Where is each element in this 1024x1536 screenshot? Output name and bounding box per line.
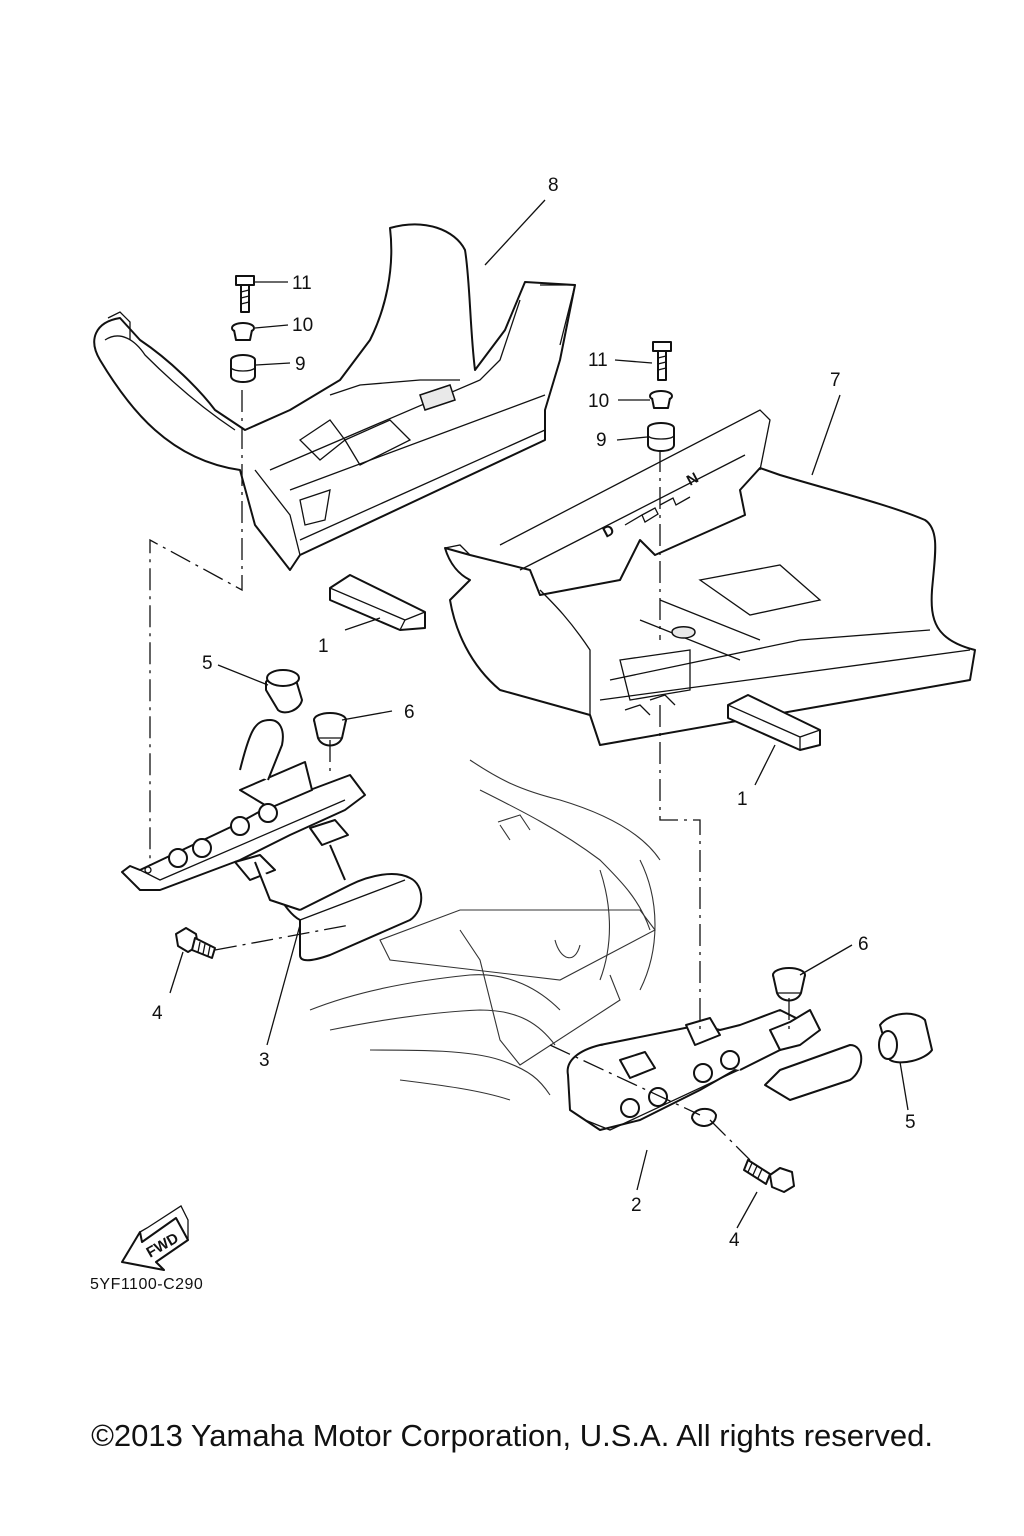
assembly-lines: [149, 390, 790, 1161]
washer-10-left: [231, 322, 255, 341]
callout-3: 3: [259, 1050, 270, 1071]
bolt-11-left: [235, 275, 255, 313]
grommet-6-left: [313, 712, 347, 747]
callout-4-left: 4: [152, 1003, 163, 1024]
copyright-notice: ©2013 Yamaha Motor Corporation, U.S.A. A…: [91, 1418, 933, 1453]
callout-10-right: 10: [588, 391, 609, 412]
callout-11-left: 11: [292, 273, 312, 294]
callout-7: 7: [830, 370, 841, 391]
callout-10-left: 10: [292, 315, 313, 336]
callout-labels: 8 11 10 9 11 10 9 7 1 1 5 6 4 3 6 5 2 4: [152, 175, 916, 1251]
grommet-9-left: [230, 354, 256, 383]
bracket-3-left: [121, 719, 423, 962]
rubber-pad-left: [329, 574, 426, 631]
callout-2: 2: [631, 1195, 642, 1216]
callout-8: 8: [548, 175, 559, 196]
callout-6-left: 6: [404, 702, 415, 723]
callout-4-right: 4: [729, 1230, 740, 1251]
shift-mark-d: D: [600, 521, 618, 541]
callout-5-left: 5: [202, 653, 213, 674]
sleeve-5-left: [265, 669, 303, 714]
forward-arrow-icon: FWD: [121, 1205, 189, 1271]
callout-1-right: 1: [737, 789, 748, 810]
footrest-panel-8: [93, 223, 576, 571]
sleeve-5-right: [878, 1012, 933, 1064]
grommet-6-right: [772, 967, 806, 1002]
flange-bolt-4-right: [743, 1159, 795, 1193]
shift-indicator: D N: [600, 469, 702, 541]
diagram-part-code: 5YF1100-C290: [90, 1276, 204, 1293]
leader-lines: [169, 199, 909, 1229]
bracket-2-right: [566, 1009, 863, 1131]
callout-9-left: 9: [295, 354, 306, 375]
washer-10-right: [649, 390, 673, 409]
shift-mark-n: N: [684, 469, 702, 489]
callout-9-right: 9: [596, 430, 607, 451]
rubber-pad-right: [727, 694, 821, 751]
footrest-panel-7: [444, 409, 976, 746]
bolt-11-right: [652, 341, 672, 381]
callout-11-right: 11: [588, 350, 608, 371]
flange-bolt-4-left: [175, 927, 216, 959]
callout-1-left: 1: [318, 636, 329, 657]
callout-5-right: 5: [905, 1112, 916, 1133]
frame-ghost-outline: [309, 759, 661, 1101]
grommet-9-right: [647, 422, 675, 452]
callout-6-right: 6: [858, 934, 869, 955]
